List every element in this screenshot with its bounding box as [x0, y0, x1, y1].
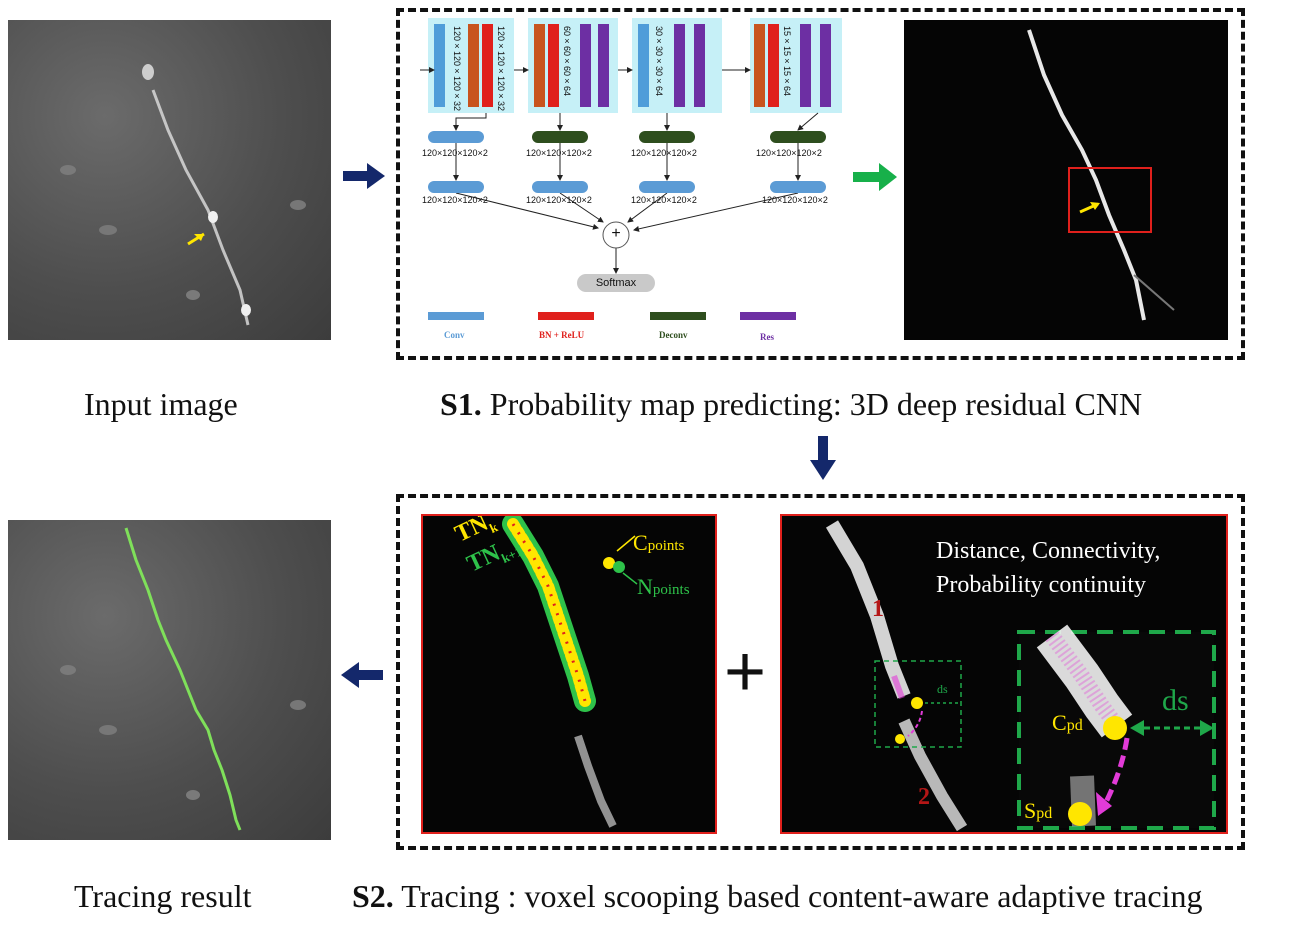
- pill-deconv-2a: [532, 131, 588, 143]
- arrow-to-probability-map-icon: [853, 163, 897, 191]
- tracing-result-caption: Tracing result: [74, 878, 252, 914]
- net-block-1-label-a: 120×120×120×32: [452, 26, 462, 112]
- input-image-caption: Input image: [84, 386, 238, 422]
- s2-caption-text: Tracing : voxel scooping based content-a…: [393, 878, 1203, 914]
- s2-dashed-box: [396, 494, 1245, 850]
- tracing-result-image: [8, 520, 331, 840]
- legend-deconv-label: Deconv: [659, 330, 688, 340]
- pill-conv-2b: [532, 181, 588, 193]
- s1-dashed-box: [396, 8, 1245, 360]
- pill-conv-1b: [428, 181, 484, 193]
- criteria-graphics: [825, 520, 1216, 832]
- n-points-text: N: [637, 574, 653, 599]
- network-arrows: [420, 67, 819, 274]
- dim-label-3: 120×120×120×2: [631, 148, 697, 158]
- pill-deconv-3a: [639, 131, 695, 143]
- ds-small-label: ds: [937, 682, 948, 696]
- c-points-label: Cpoints: [633, 530, 684, 556]
- dim-label-8: 120×120×120×2: [762, 195, 828, 205]
- s1-caption: S1. Probability map predicting: 3D deep …: [440, 386, 1142, 423]
- arrow-to-tracing-result-icon: [341, 662, 383, 688]
- input-image-neurite: [60, 64, 306, 326]
- s2-caption-prefix: S2.: [352, 878, 394, 914]
- dim-label-6: 120×120×120×2: [526, 195, 592, 205]
- spd-text: S: [1024, 798, 1037, 823]
- dim-label-2: 120×120×120×2: [526, 148, 592, 158]
- legend-conv-swatch: [428, 312, 484, 320]
- pill-conv-1a: [428, 131, 484, 143]
- cpd-text: C: [1052, 710, 1067, 735]
- softmax-node: Softmax: [577, 274, 655, 292]
- s1-caption-text: Probability map predicting: 3D deep resi…: [481, 386, 1143, 422]
- probability-map-neurite: [1027, 29, 1175, 321]
- sum-node-plus: +: [611, 225, 621, 242]
- tracing-process-panel: TNk TNk+1 Cpoints Npoints: [421, 514, 717, 834]
- pill-conv-4b: [770, 181, 826, 193]
- net-block-3: 30×30×30×64: [632, 18, 722, 113]
- combine-plus-icon: +: [724, 632, 767, 712]
- arrow-down-icon: [810, 436, 836, 480]
- probability-map: [904, 20, 1228, 340]
- net-block-2-label: 60×60×60×64: [562, 26, 572, 97]
- softmax-label: Softmax: [595, 277, 637, 289]
- s1-caption-prefix: S1.: [440, 386, 482, 422]
- legend-bn-swatch: [538, 312, 594, 320]
- criteria-panel: Distance, Connectivity, Probability cont…: [780, 514, 1228, 834]
- cpd-sub: pd: [1066, 717, 1083, 734]
- net-block-2: 60×60×60×64: [528, 18, 618, 113]
- legend-bn-label: BN + ReLU: [539, 330, 585, 340]
- tracing-beads: [502, 516, 638, 828]
- segment-label-2: 2: [918, 784, 930, 810]
- c-points-sub: points: [647, 538, 685, 554]
- legend-res-label: Res: [760, 332, 774, 342]
- net-block-4-label: 15×15×15×64: [782, 26, 792, 97]
- spd-label: Spd: [1024, 798, 1052, 824]
- net-block-3-label: 30×30×30×64: [654, 26, 664, 97]
- dim-label-5: 120×120×120×2: [422, 195, 488, 205]
- cpd-label: Cpd: [1052, 710, 1083, 736]
- legend-conv-label: Conv: [444, 330, 465, 340]
- pill-deconv-4a: [770, 131, 826, 143]
- pill-conv-3b: [639, 181, 695, 193]
- input-image: [8, 20, 331, 340]
- spd-sub: pd: [1036, 805, 1053, 822]
- net-block-1: 120×120×120×32 120×120×120×32: [428, 18, 514, 113]
- c-points-text: C: [633, 530, 648, 555]
- network-diagram: 120×120×120×32 120×120×120×32 60×60×60×6…: [420, 18, 850, 348]
- dim-label-7: 120×120×120×2: [631, 195, 697, 205]
- dim-label-4: 120×120×120×2: [756, 148, 822, 158]
- dim-label-1: 120×120×120×2: [422, 148, 488, 158]
- legend-res-swatch: [740, 312, 796, 320]
- net-block-4: 15×15×15×64: [750, 18, 842, 113]
- net-block-1-label-b: 120×120×120×32: [496, 26, 506, 112]
- segment-label-1: 1: [872, 596, 884, 622]
- s2-caption: S2. Tracing : voxel scooping based conte…: [352, 878, 1202, 915]
- tracing-result-overlay: [60, 527, 306, 831]
- arrow-to-network-icon: [343, 163, 385, 189]
- n-points-sub: points: [652, 582, 690, 598]
- criteria-line-2: Probability continuity: [936, 572, 1146, 598]
- n-points-label: Npoints: [637, 574, 690, 600]
- criteria-line-1: Distance, Connectivity,: [936, 538, 1161, 564]
- ds-large-label: ds: [1162, 684, 1189, 717]
- legend-deconv-swatch: [650, 312, 706, 320]
